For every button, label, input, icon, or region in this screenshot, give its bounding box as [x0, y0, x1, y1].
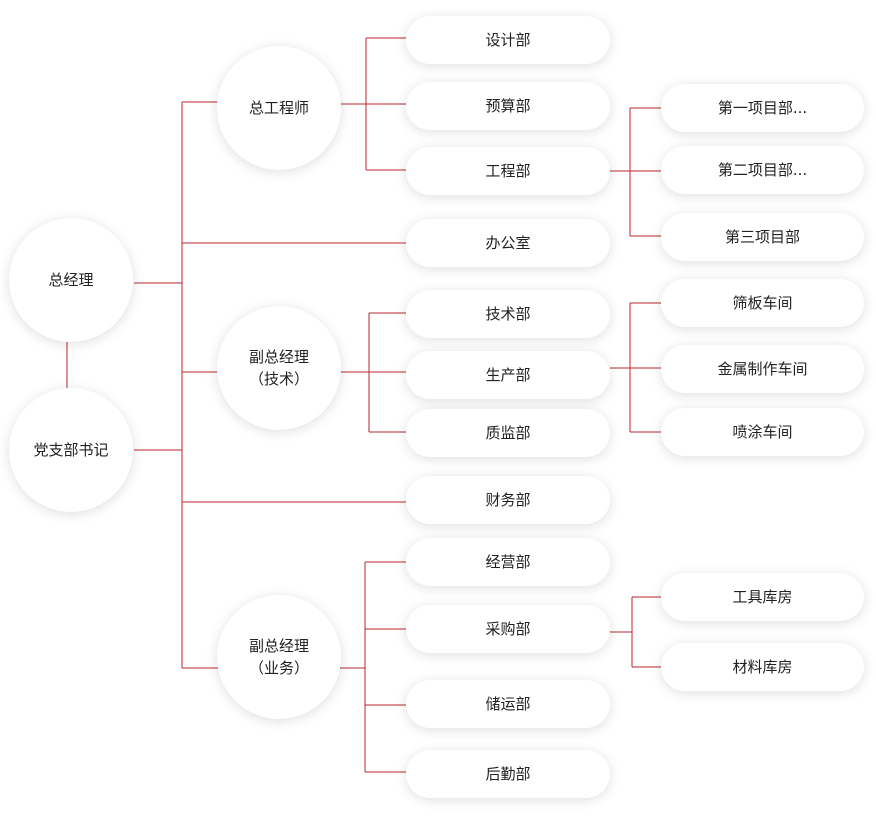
- warehouse-tools: 工具库房: [661, 573, 864, 621]
- chief-engineer-label: 总工程师: [248, 99, 309, 117]
- dept-finance: 财务部: [406, 476, 610, 524]
- workshop-spray-coating: 喷涂车间: [661, 408, 864, 456]
- deputy-gm-business-node: 副总经理 （业务）: [217, 595, 341, 719]
- deputy-gm-technical-node: 副总经理 （技术）: [217, 306, 341, 430]
- deputy-gm-business-line2: （业务）: [248, 659, 309, 677]
- party-secretary-node: 党支部书记: [9, 388, 133, 512]
- dept-logistics: 储运部: [406, 680, 610, 728]
- dept-budget: 预算部: [406, 82, 610, 130]
- dept-operations: 经营部: [406, 538, 610, 586]
- dept-design: 设计部: [406, 16, 610, 64]
- general-manager-node: 总经理: [9, 218, 133, 342]
- chief-engineer-node: 总工程师: [217, 46, 341, 170]
- project-dept-2: 第二项目部...: [661, 146, 864, 194]
- deputy-gm-business-line1: 副总经理: [248, 637, 309, 655]
- deputy-gm-technical-line1: 副总经理: [248, 348, 309, 366]
- warehouse-materials: 材料库房: [661, 643, 864, 691]
- workshop-metal-fabrication: 金属制作车间: [661, 345, 864, 393]
- dept-engineering: 工程部: [406, 147, 610, 195]
- dept-services: 后勤部: [406, 750, 610, 798]
- workshop-screen-plate: 筛板车间: [661, 279, 864, 327]
- dept-technical: 技术部: [406, 290, 610, 338]
- project-dept-1: 第一项目部...: [661, 84, 864, 132]
- party-secretary-label: 党支部书记: [33, 441, 109, 459]
- dept-purchasing: 采购部: [406, 605, 610, 653]
- general-manager-label: 总经理: [48, 271, 94, 289]
- dept-production: 生产部: [406, 351, 610, 399]
- dept-office: 办公室: [406, 219, 610, 267]
- deputy-gm-technical-line2: （技术）: [248, 370, 309, 388]
- project-dept-3: 第三项目部: [661, 213, 864, 261]
- dept-quality: 质监部: [406, 409, 610, 457]
